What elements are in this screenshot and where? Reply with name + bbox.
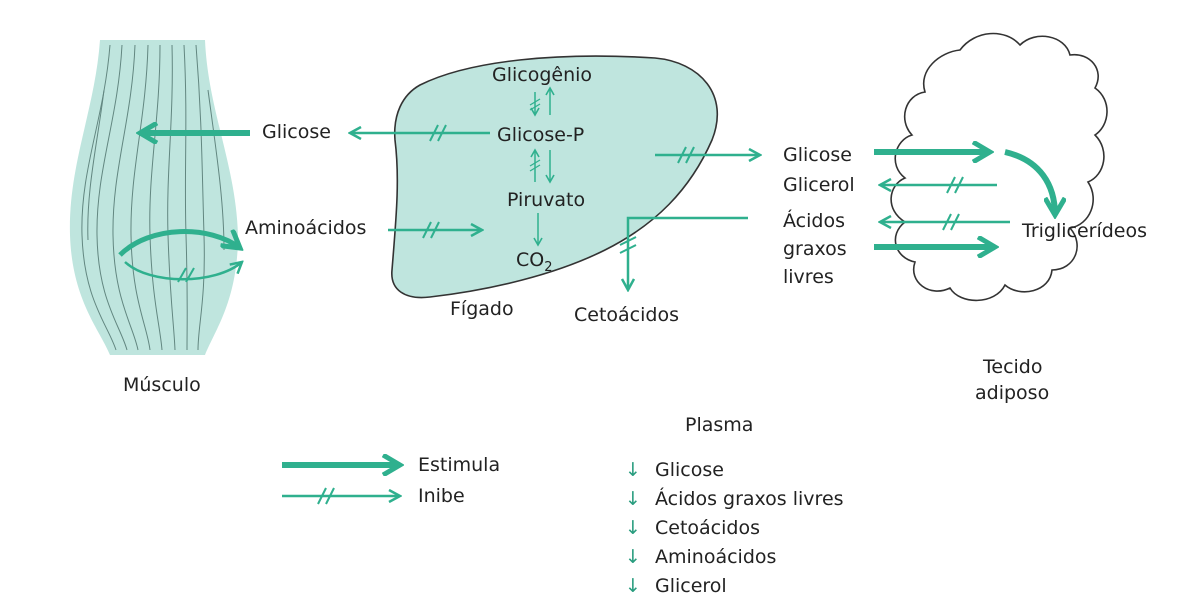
glycerol-label: Glicerol bbox=[783, 174, 855, 196]
ketoacid-path bbox=[628, 218, 748, 290]
legend-inhibit-label: Inibe bbox=[418, 485, 465, 507]
muscle-shape bbox=[70, 40, 238, 355]
ketoacids-label: Cetoácidos bbox=[574, 304, 679, 326]
list-item: ↓Cetoácidos bbox=[625, 514, 844, 543]
co2-label: CO2 bbox=[516, 249, 553, 275]
adipose-label-line1: Tecido bbox=[983, 356, 1042, 378]
plasma-title: Plasma bbox=[685, 414, 753, 436]
liver-shape bbox=[392, 56, 717, 297]
fatty-acids-label-line1: Ácidos bbox=[783, 210, 845, 232]
glucose-p-label: Glicose-P bbox=[497, 124, 584, 146]
amino-acids-label: Aminoácidos bbox=[245, 217, 366, 239]
list-item: ↓Glicose bbox=[625, 456, 844, 485]
list-item: ↓Glicerol bbox=[625, 572, 844, 601]
glycogen-label: Glicogênio bbox=[492, 64, 592, 86]
fatty-acids-label-line2: graxos bbox=[783, 238, 847, 260]
glucose-label-adipose: Glicose bbox=[783, 144, 852, 166]
down-arrow-icon: ↓ bbox=[625, 514, 655, 543]
list-item: ↓Ácidos graxos livres bbox=[625, 485, 844, 514]
down-arrow-icon: ↓ bbox=[625, 572, 655, 601]
muscle-label: Músculo bbox=[123, 374, 201, 396]
adipose-shape bbox=[891, 34, 1107, 301]
down-arrow-icon: ↓ bbox=[625, 456, 655, 485]
list-item: ↓Aminoácidos bbox=[625, 543, 844, 572]
adipose-label-line2: adiposo bbox=[975, 382, 1049, 404]
legend-stimulate-label: Estimula bbox=[418, 454, 500, 476]
pyruvate-label: Piruvato bbox=[507, 189, 585, 211]
fatty-acids-label-line3: livres bbox=[783, 266, 834, 288]
plasma-list: ↓Glicose ↓Ácidos graxos livres ↓Cetoácid… bbox=[625, 456, 844, 601]
down-arrow-icon: ↓ bbox=[625, 543, 655, 572]
liver-label: Fígado bbox=[450, 298, 514, 320]
glucose-label-muscle: Glicose bbox=[262, 121, 331, 143]
triglycerides-label: Triglicerídeos bbox=[1022, 220, 1147, 242]
down-arrow-icon: ↓ bbox=[625, 485, 655, 514]
